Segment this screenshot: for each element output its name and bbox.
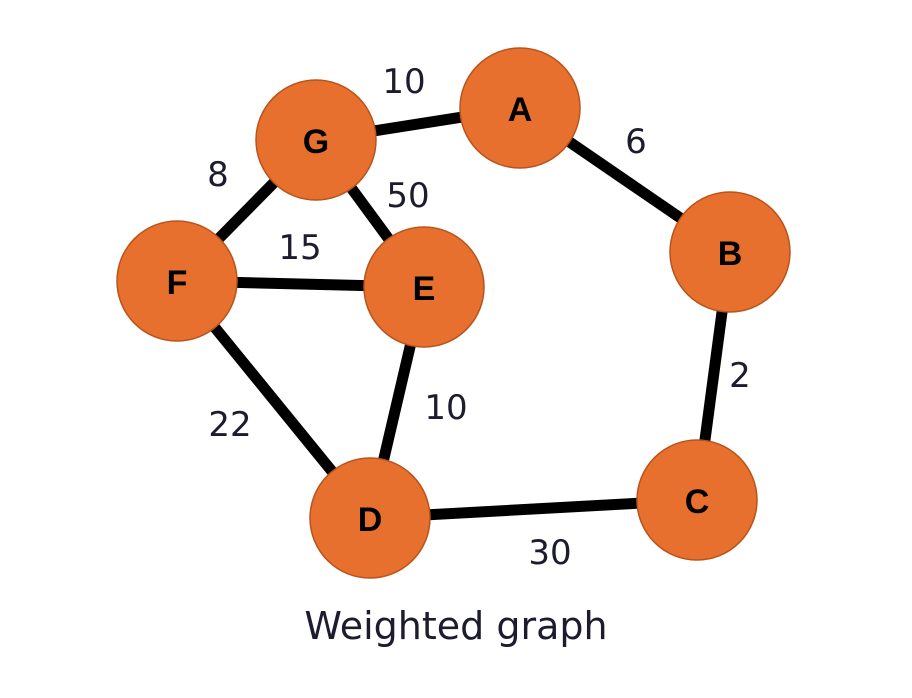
- node-f: F: [116, 220, 238, 342]
- edge-weights-layer: 10 6 2 30 10 22 15 50 8: [207, 62, 751, 573]
- node-a: A: [459, 47, 581, 169]
- node-circle: [459, 47, 581, 169]
- node-circle: [255, 79, 377, 201]
- edge-weight-f-e: 15: [278, 228, 321, 268]
- node-circle: [116, 220, 238, 342]
- node-label: G: [303, 123, 329, 161]
- node-b: B: [669, 191, 791, 313]
- diagram-caption: Weighted graph: [304, 604, 608, 648]
- node-label: A: [508, 91, 533, 129]
- node-label: B: [718, 235, 743, 273]
- nodes-layer: A B C D E F G: [116, 47, 791, 579]
- node-c: C: [636, 439, 758, 561]
- node-label: D: [358, 501, 383, 539]
- node-d: D: [309, 457, 431, 579]
- node-label: E: [413, 270, 436, 308]
- node-circle: [363, 226, 485, 348]
- node-circle: [669, 191, 791, 313]
- edge-weight-g-e: 50: [386, 176, 429, 216]
- node-label: F: [167, 264, 188, 302]
- edge-weight-e-d: 10: [424, 388, 467, 428]
- node-circle: [636, 439, 758, 561]
- edge-weight-g-a: 10: [382, 62, 425, 102]
- node-label: C: [685, 483, 710, 521]
- edge-weight-a-b: 6: [625, 122, 647, 162]
- edge-weight-b-c: 2: [729, 356, 751, 396]
- edge-weight-d-c: 30: [528, 533, 571, 573]
- node-g: G: [255, 79, 377, 201]
- node-circle: [309, 457, 431, 579]
- edge-weight-f-d: 22: [208, 405, 251, 445]
- edge-weight-g-f: 8: [207, 155, 229, 195]
- node-e: E: [363, 226, 485, 348]
